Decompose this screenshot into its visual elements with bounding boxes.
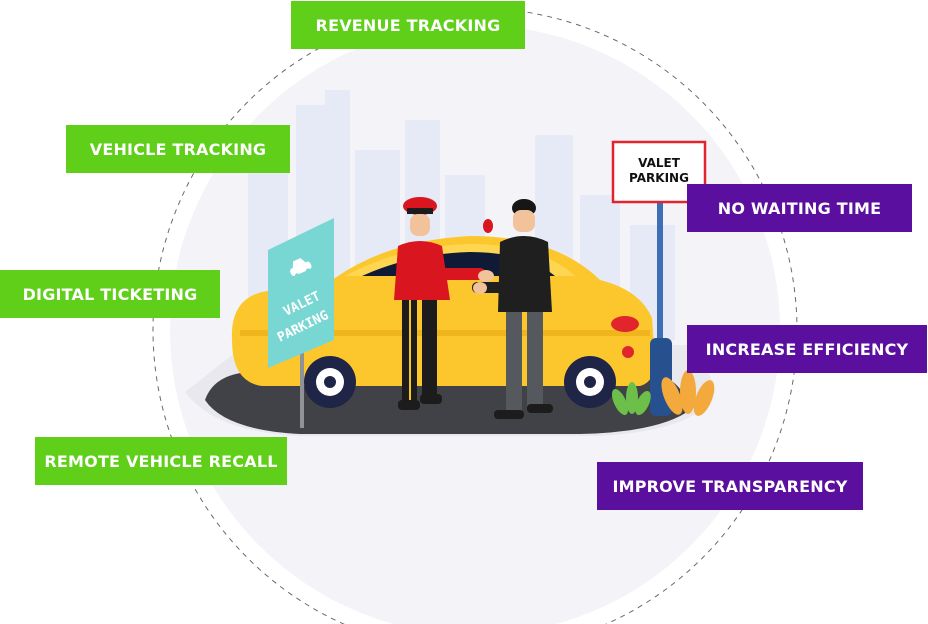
car-icon — [290, 258, 312, 279]
valet-jacket — [394, 241, 450, 300]
feature-revenue-tracking: REVENUE TRACKING — [291, 1, 525, 49]
customer-leg-right — [527, 312, 543, 406]
benefit-improve-transparency: IMPROVE TRANSPARENCY — [597, 462, 863, 510]
board-pole — [657, 200, 663, 412]
car-indicator — [622, 346, 634, 358]
customer-hand — [473, 282, 487, 294]
car-stripe — [240, 330, 650, 336]
car-wheel-front-hub — [584, 376, 596, 388]
valet-head — [410, 214, 430, 236]
customer — [472, 199, 553, 419]
board-line-1: VALET — [638, 156, 681, 170]
valet-shoe-left — [398, 400, 420, 410]
car-wheel-rear-hub — [324, 376, 336, 388]
benefit-no-waiting-time: NO WAITING TIME — [687, 184, 912, 232]
feature-vehicle-tracking: VEHICLE TRACKING — [66, 125, 290, 173]
valet-shoe-right — [420, 394, 442, 404]
customer-coat — [498, 236, 552, 312]
valet-hand — [478, 270, 494, 282]
benefit-increase-efficiency: INCREASE EFFICIENCY — [687, 325, 927, 373]
customer-leg-left — [506, 312, 522, 412]
customer-head — [513, 210, 535, 232]
car-tail-light — [611, 316, 639, 332]
customer-shoe-left — [494, 410, 524, 419]
plant-green — [611, 382, 651, 416]
valet-trouser-stripe — [409, 300, 411, 400]
plant-orange — [661, 370, 715, 416]
standing-valet-sign: VALET PARKING — [268, 218, 334, 428]
valet-cap-band — [407, 208, 433, 214]
board-line-2: PARKING — [629, 171, 689, 185]
valet-leg-right — [422, 300, 437, 396]
customer-shoe-right — [527, 404, 553, 413]
standing-sign-pole — [300, 290, 304, 428]
feature-remote-vehicle-recall: REMOTE VEHICLE RECALL — [35, 437, 287, 485]
car-key — [483, 219, 493, 233]
valet-attendant — [394, 197, 494, 410]
valet-arm — [438, 268, 486, 280]
feature-digital-ticketing: DIGITAL TICKETING — [0, 270, 220, 318]
standing-sign-board — [268, 218, 334, 368]
